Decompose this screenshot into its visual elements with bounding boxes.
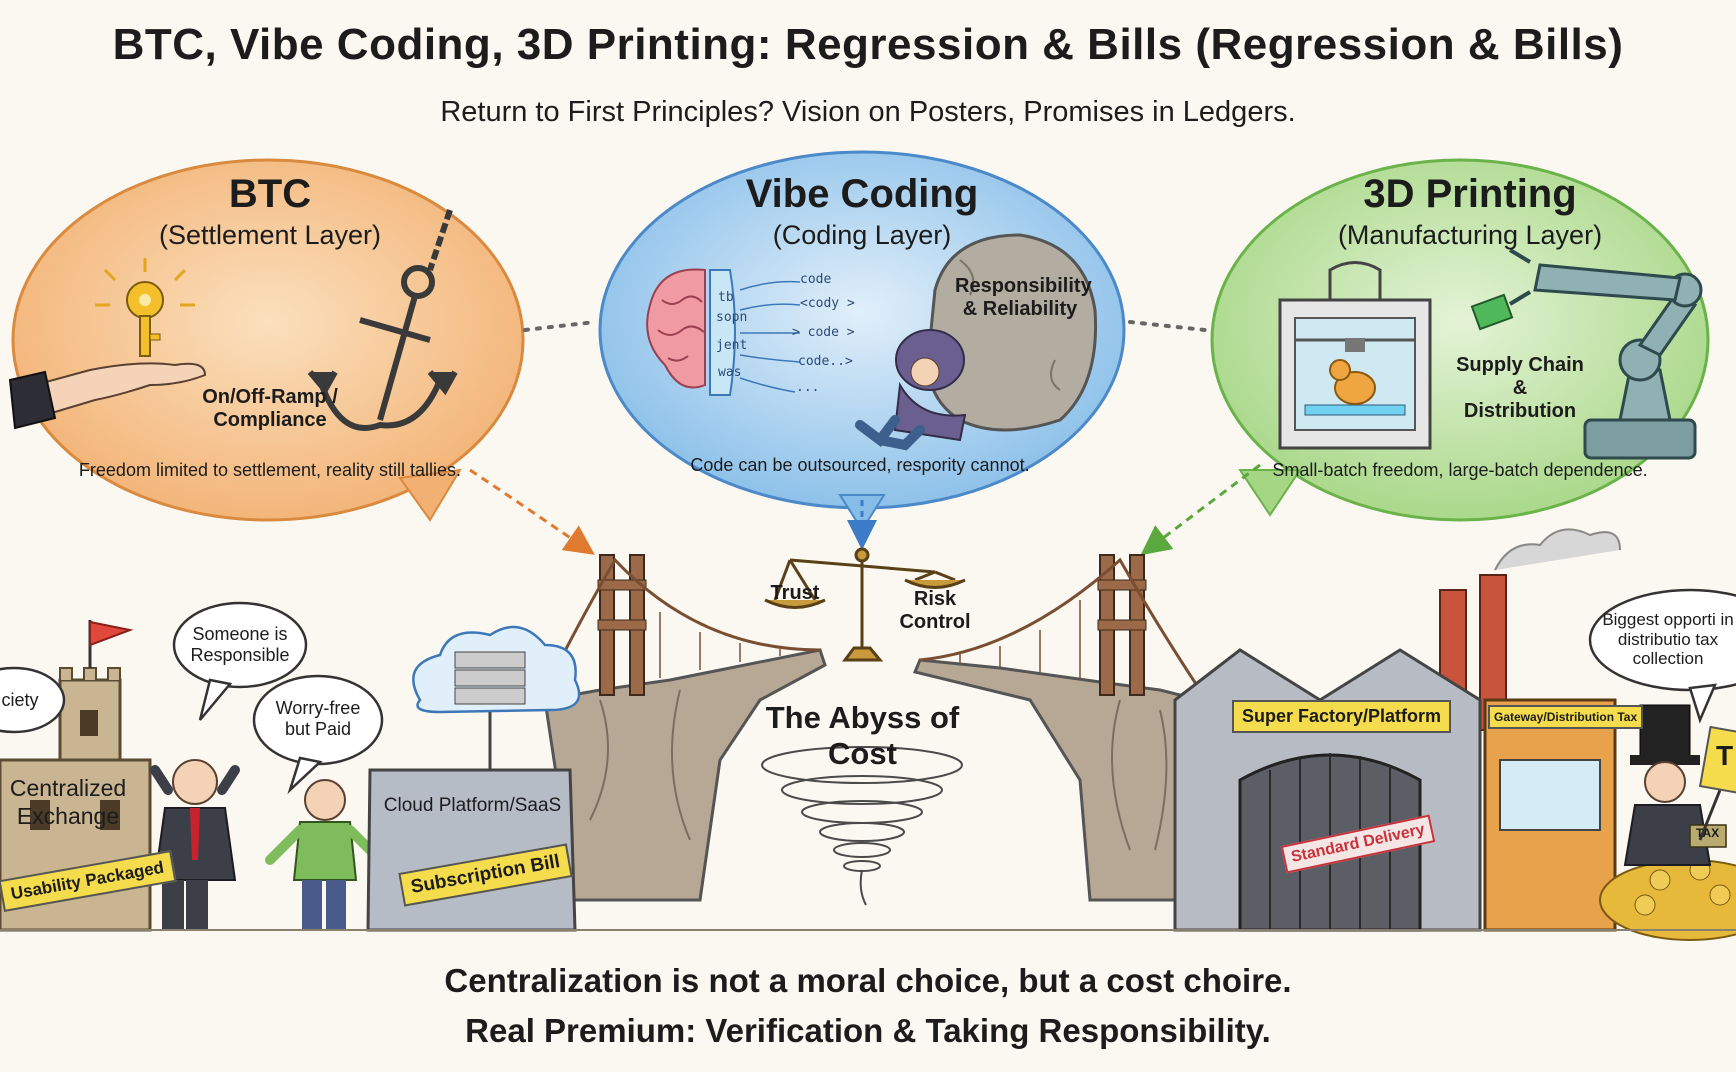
arrow-btc-to-bridge [469,468,595,555]
connector-dots-right [1128,320,1207,332]
hand-icon [8,362,207,430]
tax-badge: TAX [1696,826,1720,840]
t-sign-icon [1698,725,1736,841]
print-bubble-tail [1238,469,1302,517]
vibe-caption: Code can be outsourced, respority cannot… [690,455,1030,475]
trust-label: Trust [770,582,820,604]
code-word-7: > code > [792,325,855,340]
page-subtitle: Return to First Principles? Vision on Po… [440,96,1296,128]
abyss-label: The Abyss of Cost [765,700,960,771]
person-hoodie-icon [855,329,967,451]
speech-bubble-shapes-left [0,601,384,795]
t-sign-text: T [1716,740,1734,771]
opportunity-bubble-text: Biggest opporti in distributio tax colle… [1602,610,1734,669]
btc-ramp-label: On/Off-Ramp / Compliance [202,386,338,431]
stressed-businessman-icon [150,759,240,930]
balance-scale-icon [764,547,966,662]
code-word-1: tb [718,290,734,305]
boulder-icon [926,233,1098,432]
speech-bubble-shapes-right [1588,588,1736,724]
anchor-icon [307,209,458,431]
btc-subtitle: (Settlement Layer) [158,220,382,250]
code-word-4: was [718,365,742,380]
code-word-6: <cody > [800,296,855,311]
code-word-8: code..> [798,354,853,369]
abyss-vortex-icon [761,746,963,906]
code-word-9: ... [796,380,820,395]
code-stream [739,280,801,393]
gateway-sign: Gateway/Distribution Tax [1488,705,1644,729]
worried-man-icon [265,779,385,930]
key-icon [95,258,195,357]
toll-booth-icon [1483,698,1617,932]
print-title: 3D Printing [1363,172,1577,216]
connector-dots-left [523,320,597,332]
brain-icon [646,268,736,396]
vibe-subtitle: (Coding Layer) [772,220,952,250]
tax-collector-icon [1599,704,1736,941]
footer-line-2: Real Premium: Verification & Taking Resp… [465,1012,1271,1049]
code-word-5: code [800,272,832,287]
code-word-2: sopn [716,310,748,325]
factory-sign: Super Factory/Platform [1232,700,1452,733]
worry-bubble-text: Worry-free but Paid [275,698,361,739]
btc-title: BTC [228,172,312,216]
vibe-title: Vibe Coding [745,172,979,216]
cloud-label: Cloud Platform/SaaS [383,795,562,816]
code-word-3: jent [716,338,748,353]
society-bubble-text: ciety [1,690,39,710]
exchange-label: Centralized Exchange [9,775,127,829]
print-caption: Small-batch freedom, large-batch depende… [1272,460,1648,480]
robot-arm-icon [1470,248,1703,460]
bridge-right [912,554,1202,902]
print-subtitle: (Manufacturing Layer) [1337,220,1603,250]
printer-3d-icon [1278,261,1432,450]
arrow-print-to-bridge [1140,463,1261,556]
btc-bubble-tail [398,468,462,522]
rock-label: Responsibility & Reliability [955,275,1092,320]
btc-caption: Freedom limited to settlement, reality s… [78,460,462,480]
page-title: BTC, Vibe Coding, 3D Printing: Regressio… [112,20,1624,69]
footer-line-1: Centralization is not a moral choice, bu… [444,962,1292,999]
risk-control-label: Risk Control [899,588,971,633]
bridge-left [543,554,827,902]
btc-bubble [11,158,525,522]
supply-chain-label: Supply Chain & Distribution [1456,354,1584,422]
responsible-bubble-text: Someone is Responsible [190,624,290,665]
